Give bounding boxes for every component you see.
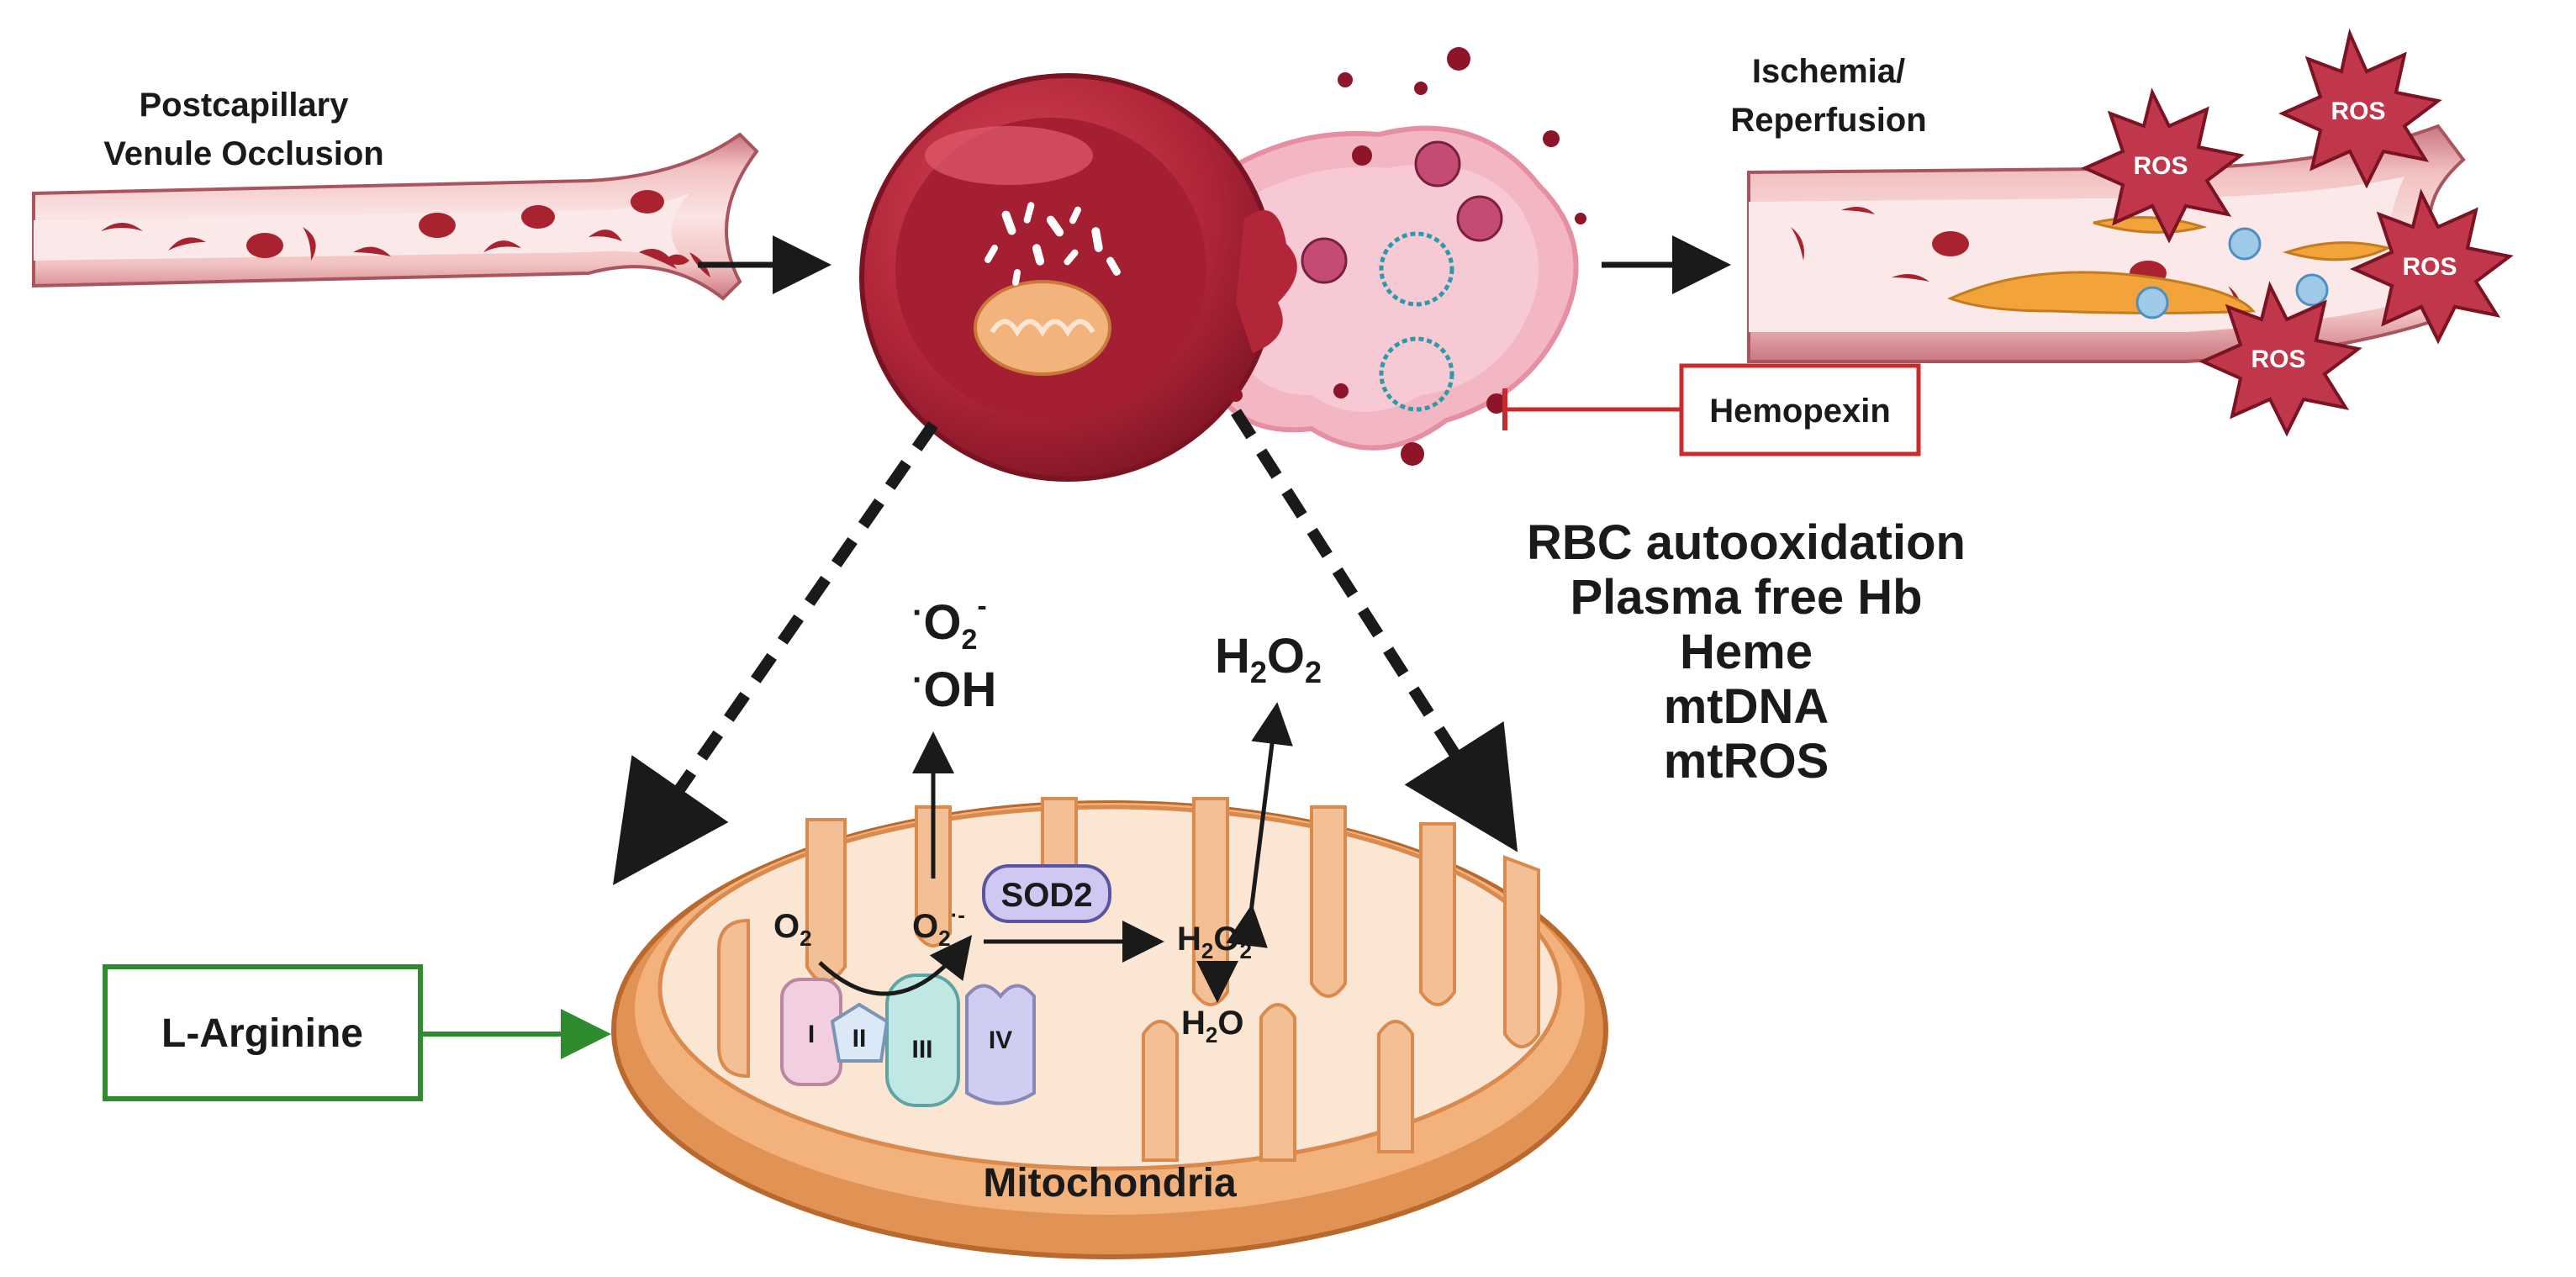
damp-item: mtROS (1664, 734, 1829, 789)
etc-complexes: I III II IV (780, 974, 1036, 1107)
ischemia-label-line2: Reperfusion (1730, 102, 1926, 139)
dashed-arrow-left (613, 421, 938, 885)
rbc-mitochondrion-icon (974, 280, 1111, 376)
l-arginine-box: L-Arginine (103, 964, 423, 1101)
hemopexin-box (1679, 363, 1921, 456)
damp-item: Heme (1680, 625, 1813, 679)
ros-label: ROS (2133, 152, 2188, 180)
complex-i-icon: I (780, 978, 842, 1086)
superoxide-radical-label: ·O2- (912, 590, 987, 656)
ischemia-label-line1: Ischemia/ (1752, 53, 1905, 90)
ros-label: ROS (2251, 346, 2305, 373)
complex-label: IV (989, 1026, 1012, 1054)
damp-item: RBC autooxidation (1527, 515, 1966, 570)
leukocytes (2135, 227, 2329, 319)
complex-iv-icon: IV (965, 984, 1036, 1106)
dashed-arrow-right (1231, 409, 1518, 852)
occlusion-label-line1: Postcapillary (139, 87, 349, 124)
damp-list: RBC autooxidation Plasma free Hb Heme mt… (1527, 515, 1966, 789)
arrow-o2-to-superoxide (818, 935, 973, 996)
hydroxyl-radical-label: ·OH (912, 662, 996, 717)
hemoglobin-particles (1301, 140, 1503, 284)
mtdna-rings (1379, 231, 1454, 412)
hemopexin-inhibitor: Hemopexin (1502, 363, 1921, 456)
ros-star: ROS (2350, 188, 2514, 345)
hemopexin-label: Hemopexin (1709, 393, 1891, 430)
ros-star: ROS (2278, 28, 2442, 189)
ros-stars: ROS ROS ROS ROS (2081, 28, 2514, 437)
mitochondria-label: Mitochondria (983, 1161, 1237, 1206)
complex-label: II (853, 1025, 867, 1053)
sod2-label: SOD2 (1001, 877, 1093, 914)
ros-label: ROS (2402, 253, 2457, 281)
occlusion-label-line2: Venule Occlusion (103, 135, 383, 172)
rbc-fragments (984, 202, 1121, 286)
free-heme-dots (1229, 47, 1586, 466)
complex-iii-icon: III (885, 974, 960, 1107)
ros-star: ROS (2081, 87, 2245, 244)
ischemic-vessel: ROS ROS ROS ROS (1747, 28, 2514, 437)
ros-star: ROS (2199, 281, 2362, 437)
superoxide-inner-label: O2·- (912, 902, 965, 951)
ros-label: ROS (2331, 98, 2385, 125)
sod2-enzyme: SOD2 (982, 864, 1111, 923)
mitochondrion: Mitochondria (611, 797, 1608, 1259)
h2o-label: H2O (1181, 1005, 1243, 1047)
occlusion-label: Postcapillary Venule Occlusion (103, 87, 383, 172)
h2o2-released-label: H2O2 (1215, 629, 1322, 689)
complex-ii-icon: II (830, 1002, 889, 1063)
arrow-h2o2-bidirectional (1226, 702, 1293, 948)
complex-label: I (808, 1021, 815, 1048)
lysing-rbc (859, 47, 1586, 482)
complex-label: III (911, 1036, 932, 1063)
l-arginine-label: L-Arginine (161, 1011, 363, 1056)
damp-item: Plasma free Hb (1570, 570, 1922, 625)
o2-label: O2 (773, 908, 812, 951)
ischemia-label: Ischemia/ Reperfusion (1730, 53, 1926, 139)
damp-item: mtDNA (1664, 679, 1829, 734)
occluded-venule (32, 132, 759, 301)
